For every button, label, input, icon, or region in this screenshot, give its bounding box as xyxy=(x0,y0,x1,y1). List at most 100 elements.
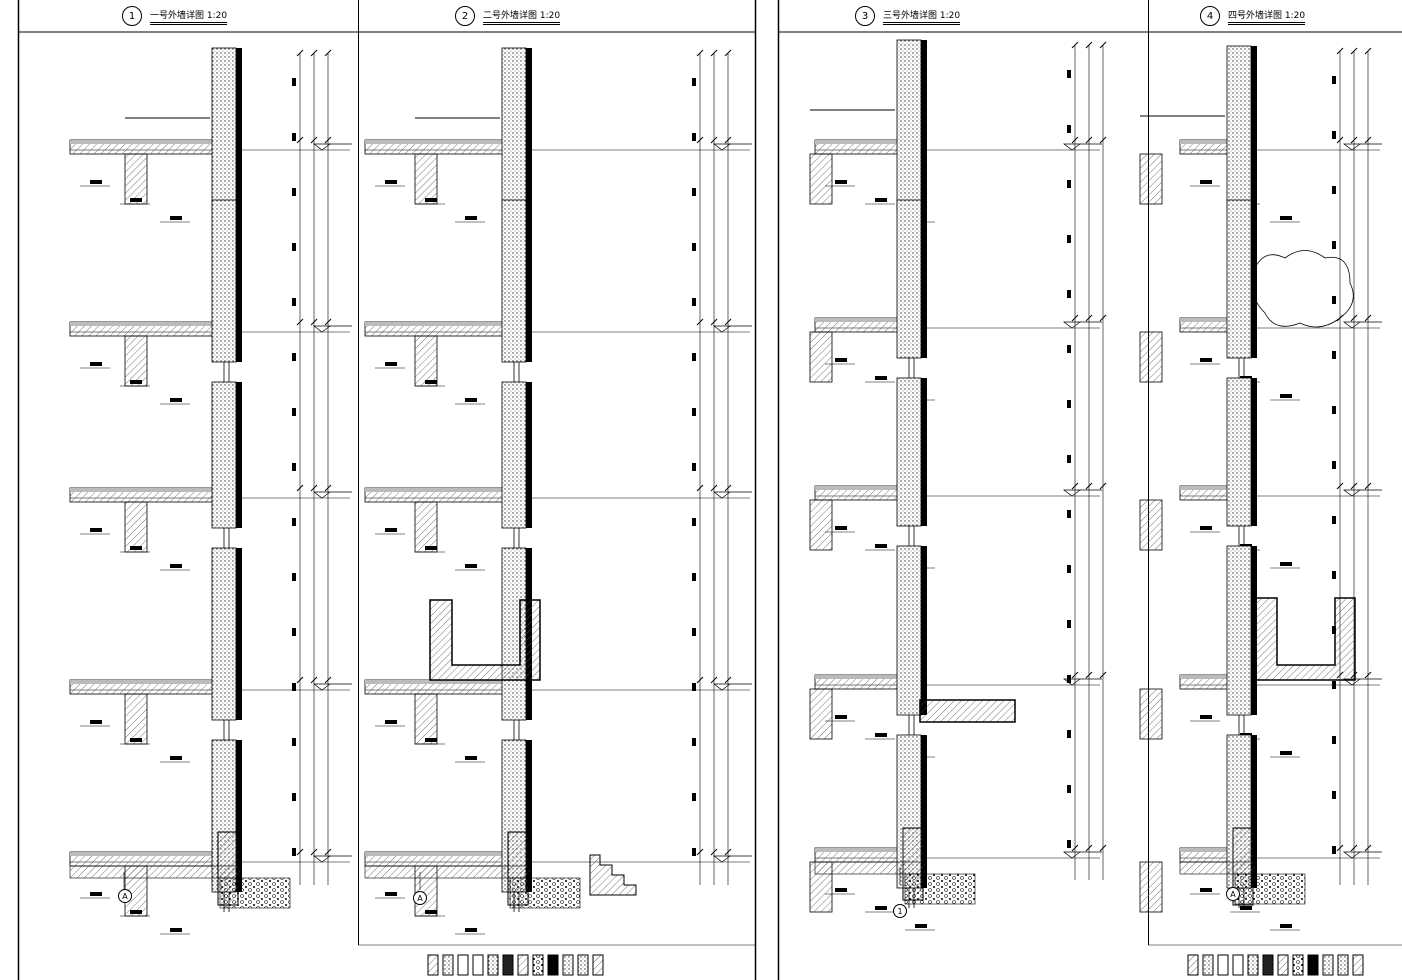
beam xyxy=(809,499,833,551)
floor-finish xyxy=(815,848,905,852)
level-marker-icon xyxy=(1342,321,1362,329)
dimension-text-mark xyxy=(292,298,296,306)
dimension-tick xyxy=(1071,671,1079,679)
annotation-mark xyxy=(385,180,397,184)
dimension-text-mark xyxy=(692,848,696,856)
sheet-frame-left xyxy=(17,0,757,980)
annotation-mark xyxy=(1200,715,1212,719)
wall-outer-layer xyxy=(526,48,532,210)
annotation-mark xyxy=(90,892,102,896)
annotation-mark xyxy=(385,720,397,724)
dimension-text-mark xyxy=(1067,785,1071,793)
wall-outer-layer xyxy=(921,378,927,526)
dimension-text-mark xyxy=(292,793,296,801)
dimension-tick xyxy=(1350,136,1358,144)
dimension-text-mark xyxy=(292,463,296,471)
annotation-mark xyxy=(875,198,887,202)
level-marker-icon xyxy=(1062,851,1082,859)
dimension-tick xyxy=(310,848,318,856)
detail-title: 三号外墙详图 xyxy=(883,10,938,21)
dimension-tick xyxy=(296,136,304,144)
annotation-mark xyxy=(385,892,397,896)
axis-bubble: A xyxy=(1226,887,1240,901)
annotation-mark xyxy=(1280,394,1292,398)
annotation-mark xyxy=(465,216,477,220)
dimension-tick xyxy=(724,484,732,492)
dimension-tick xyxy=(296,676,304,684)
dimension-tick xyxy=(1364,47,1372,55)
dimension-tick xyxy=(1071,136,1079,144)
dimension-text-mark xyxy=(292,408,296,416)
dimension-tick xyxy=(1071,844,1079,852)
wall-insulation xyxy=(896,39,922,211)
wall-insulation xyxy=(1226,545,1252,716)
wall-insulation xyxy=(1226,45,1252,211)
beam xyxy=(809,153,833,205)
annotation-mark xyxy=(835,358,847,362)
dimension-text-mark xyxy=(1067,70,1071,78)
dimension-tick xyxy=(710,676,718,684)
panel-3-title: 3 三号外墙详图 1:20 xyxy=(855,6,961,26)
floor-finish xyxy=(815,486,905,490)
annotation-mark xyxy=(1280,216,1292,220)
panel-1-title: 1 一号外墙详图 1:20 xyxy=(122,6,228,26)
floor-finish xyxy=(815,675,905,679)
dimension-tick xyxy=(1099,314,1107,322)
annotation-mark xyxy=(1200,888,1212,892)
level-marker-icon xyxy=(1342,143,1362,151)
dimension-text-mark xyxy=(692,628,696,636)
detail-scale: 1:20 xyxy=(539,10,561,21)
dimension-text-mark xyxy=(292,848,296,856)
floor-finish xyxy=(365,852,510,856)
dimension-text-mark xyxy=(692,573,696,581)
floor-finish xyxy=(365,140,510,144)
detail-number-bubble: 1 xyxy=(122,6,142,26)
level-marker-icon xyxy=(712,325,732,333)
beam xyxy=(414,335,438,387)
material-legend-swatch xyxy=(457,954,469,976)
dimension-text-mark xyxy=(1067,675,1071,683)
dimension-text-mark xyxy=(1332,516,1336,524)
dimension-tick xyxy=(1364,314,1372,322)
dimension-text-mark xyxy=(292,628,296,636)
dimension-text-mark xyxy=(292,738,296,746)
dimension-text-mark xyxy=(292,133,296,141)
dimension-tick xyxy=(1099,41,1107,49)
dimension-tick xyxy=(724,318,732,326)
dimension-tick xyxy=(1364,844,1372,852)
detail-number-bubble: 3 xyxy=(855,6,875,26)
wall-outer-layer xyxy=(236,200,242,362)
axis-bubble: A xyxy=(118,889,132,903)
dimension-text-mark xyxy=(1332,791,1336,799)
dimension-text-mark xyxy=(1332,681,1336,689)
annotation-mark xyxy=(170,564,182,568)
beam xyxy=(1139,331,1163,383)
floor-finish xyxy=(70,140,220,144)
material-legend-swatch xyxy=(1187,954,1199,976)
dimension-tick xyxy=(710,484,718,492)
revision-cloud xyxy=(1251,250,1354,328)
floor-finish xyxy=(365,488,510,492)
dimension-tick xyxy=(724,676,732,684)
wall-outer-layer xyxy=(236,548,242,720)
dimension-text-mark xyxy=(692,683,696,691)
beam xyxy=(1139,499,1163,551)
detail-number-bubble: 2 xyxy=(455,6,475,26)
beam xyxy=(124,335,148,387)
dimension-text-mark xyxy=(1067,235,1071,243)
dimension-text-mark xyxy=(1332,461,1336,469)
dimension-text-mark xyxy=(1067,840,1071,848)
dimension-text-mark xyxy=(692,793,696,801)
annotation-mark xyxy=(130,198,142,202)
axis-bubble: A xyxy=(413,891,427,905)
dimension-text-mark xyxy=(292,518,296,526)
beam xyxy=(809,688,833,740)
dimension-tick xyxy=(1350,314,1358,322)
dimension-tick xyxy=(324,484,332,492)
annotation-mark xyxy=(465,928,477,932)
wall-insulation xyxy=(896,545,922,716)
annotation-mark xyxy=(90,720,102,724)
dimension-tick xyxy=(1364,671,1372,679)
level-marker-icon xyxy=(312,325,332,333)
